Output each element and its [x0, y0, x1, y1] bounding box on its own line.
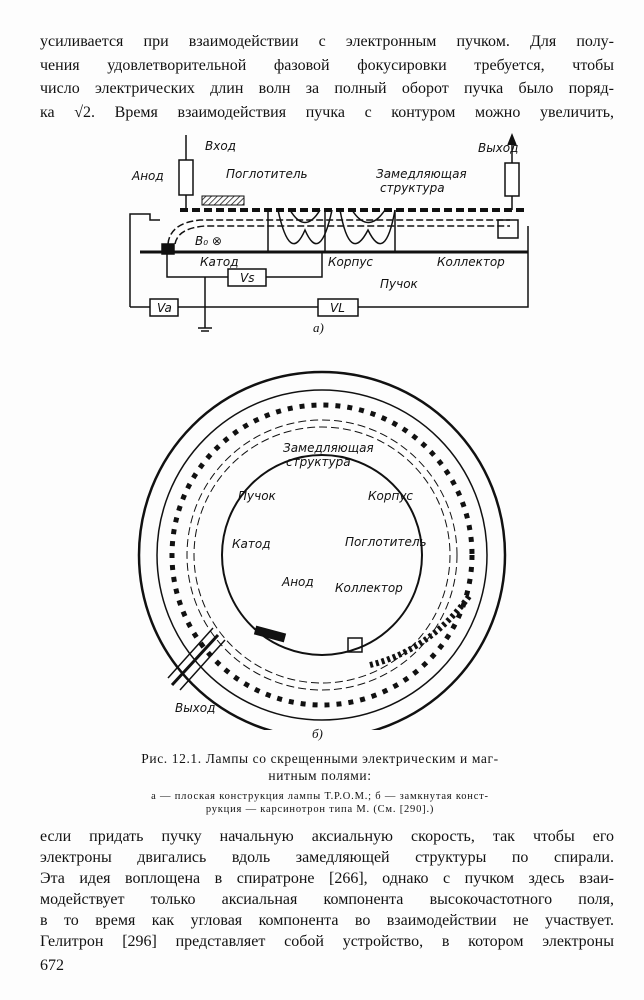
- label-body: Корпус: [328, 255, 373, 269]
- figure-b-diagram: Замедляющая структура Пучок Корпус Катод…: [137, 370, 507, 730]
- text-line: чения удовлетворительной фазовой фокусир…: [40, 56, 614, 74]
- label-vl: VL: [330, 301, 345, 315]
- label-cathode: Катод: [232, 537, 271, 551]
- label-slow-wave-2: структура: [286, 455, 351, 469]
- text-line: модействует только аксиальная компонента…: [40, 891, 614, 908]
- label-anode: Анод: [131, 169, 164, 183]
- label-b0: B₀ ⊗: [195, 234, 222, 248]
- figure-caption-desc: а — плоская конструкция лампы Т.Р.О.М.; …: [60, 790, 580, 816]
- label-anode: Анод: [281, 575, 314, 589]
- label-cathode: Катод: [200, 255, 239, 269]
- text-line: число электрических длин волн за полный …: [40, 80, 614, 97]
- label-absorber: Поглотитель: [226, 167, 308, 181]
- text-line: Эта идея воплощена в спиратроне [266], о…: [40, 870, 614, 887]
- text-line: ка √2. Время взаимодействия пучка с конт…: [40, 103, 614, 121]
- label-beam: Пучок: [380, 277, 419, 291]
- figure-a-sublabel: а): [313, 320, 324, 335]
- label-va: Va: [157, 301, 172, 315]
- text-line: Гелитрон [296] представляет собой устрой…: [40, 933, 614, 950]
- label-input: Вход: [205, 139, 236, 153]
- label-collector: Коллектор: [437, 255, 505, 269]
- figure-b-sublabel: б): [312, 726, 323, 741]
- label-beam: Пучок: [238, 489, 277, 503]
- bottom-paragraph: если придать пучку начальную аксиальную …: [40, 826, 614, 952]
- label-output: Выход: [175, 701, 215, 715]
- text-line: в то время как угловая компонента во вза…: [40, 912, 614, 929]
- top-paragraph: усиливается при взаимодействии с электро…: [40, 30, 614, 124]
- label-slow-wave-2: структура: [380, 181, 445, 195]
- figure-caption-title: Рис. 12.1. Лампы со скрещенными электрич…: [60, 750, 580, 784]
- label-body: Корпус: [368, 489, 413, 503]
- label-slow-wave: Замедляющая: [283, 441, 374, 455]
- caption-line: нитным полями:: [268, 768, 372, 783]
- caption-line: рукция — карсинотрон типа М. (См. [290].…: [205, 804, 435, 815]
- label-collector: Коллектор: [335, 581, 403, 595]
- page-number: 672: [40, 957, 64, 974]
- caption-line: Рис. 12.1. Лампы со скрещенными электрич…: [141, 751, 499, 766]
- caption-line: а — плоская конструкция лампы Т.Р.О.М.; …: [151, 791, 489, 802]
- text-line: электроны двигались вдоль замедляющей ст…: [40, 849, 614, 866]
- text-line: усиливается при взаимодействии с электро…: [40, 33, 614, 50]
- figure-a-diagram: Вход Выход Анод Поглотитель Замедляющая …: [129, 132, 529, 332]
- label-vs: Vs: [240, 271, 254, 285]
- text-line: если придать пучку начальную аксиальную …: [40, 828, 614, 845]
- label-absorber: Поглотитель: [345, 535, 427, 549]
- label-output: Выход: [478, 141, 518, 155]
- label-slow-wave: Замедляющая: [376, 167, 467, 181]
